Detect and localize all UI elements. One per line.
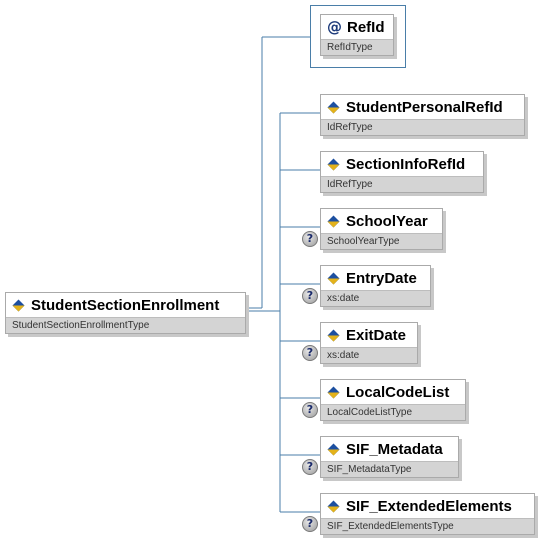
element-icon xyxy=(327,158,340,170)
attribute-name: RefId xyxy=(347,18,385,36)
child-element-type: SchoolYearType xyxy=(321,233,442,249)
root-element-node[interactable]: StudentSectionEnrollment StudentSectionE… xyxy=(5,292,246,334)
root-element-type: StudentSectionEnrollmentType xyxy=(6,317,245,333)
child-element-name: SchoolYear xyxy=(346,212,428,230)
optional-marker-icon: ? xyxy=(302,345,318,361)
optional-marker-icon: ? xyxy=(302,402,318,418)
child-element-type: SIF_MetadataType xyxy=(321,461,458,477)
attribute-group: @ RefId RefIdType xyxy=(310,5,406,68)
root-element-name: StudentSectionEnrollment xyxy=(31,296,220,314)
child-element-name: SIF_Metadata xyxy=(346,440,443,458)
element-icon xyxy=(327,500,340,512)
optional-marker-icon: ? xyxy=(302,288,318,304)
child-element-name: EntryDate xyxy=(346,269,417,287)
child-element-type: xs:date xyxy=(321,290,430,306)
child-element-type: IdRefType xyxy=(321,119,524,135)
optional-marker-icon: ? xyxy=(302,516,318,532)
attribute-at-icon: @ xyxy=(327,18,342,36)
child-element-name: StudentPersonalRefId xyxy=(346,98,503,116)
element-icon xyxy=(327,215,340,227)
attribute-type: RefIdType xyxy=(321,39,393,55)
child-element-type: xs:date xyxy=(321,347,417,363)
child-element-type: LocalCodeListType xyxy=(321,404,465,420)
child-element-type: IdRefType xyxy=(321,176,483,192)
element-icon xyxy=(327,101,340,113)
child-element-type: SIF_ExtendedElementsType xyxy=(321,518,534,534)
element-icon xyxy=(327,443,340,455)
element-icon xyxy=(327,272,340,284)
child-element-name: SIF_ExtendedElements xyxy=(346,497,512,515)
child-element-node-entrydate[interactable]: EntryDate xs:date xyxy=(320,265,431,307)
element-icon xyxy=(327,329,340,341)
child-element-name: ExitDate xyxy=(346,326,407,344)
element-icon xyxy=(327,386,340,398)
child-element-node-exitdate[interactable]: ExitDate xs:date xyxy=(320,322,418,364)
attribute-node-refid[interactable]: @ RefId RefIdType xyxy=(320,14,394,56)
child-element-name: SectionInfoRefId xyxy=(346,155,466,173)
child-element-name: LocalCodeList xyxy=(346,383,450,401)
optional-marker-icon: ? xyxy=(302,459,318,475)
element-icon xyxy=(12,299,25,311)
optional-marker-icon: ? xyxy=(302,231,318,247)
